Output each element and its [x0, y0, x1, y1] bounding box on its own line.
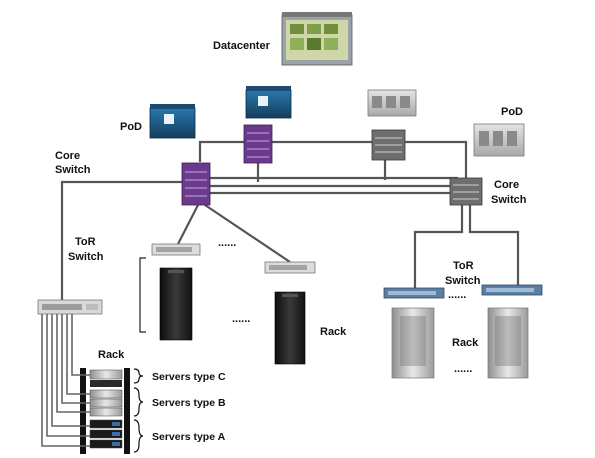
pod-container-gray-right — [473, 123, 525, 157]
tor-switch-left-label-line2: Switch — [68, 251, 104, 263]
pod-label-right: PoD — [501, 106, 523, 118]
ellipsis-rack-middle: ...... — [232, 313, 250, 325]
core-switch-right-label-line2: Switch — [491, 194, 527, 206]
pod-label-left: PoD — [120, 121, 142, 133]
tor-switch-right-label-line1: ToR — [453, 260, 474, 272]
rack-bracket-middle — [139, 257, 146, 333]
tor-switch-left — [37, 299, 103, 315]
core-switch-left-label-line1: Core — [55, 150, 80, 162]
ellipsis-rack-right: ...... — [454, 363, 472, 375]
core-switch-right — [449, 177, 483, 206]
pod-container-top — [245, 86, 292, 119]
ellipsis-tor-right: ...... — [448, 289, 466, 301]
datacenter-building — [281, 12, 353, 66]
servers-type-c-label: Servers type C — [152, 371, 226, 383]
aggregation-switch-purple — [243, 124, 273, 164]
brace-servers-b — [133, 387, 144, 417]
core-switch-left-label-line2: Switch — [55, 164, 91, 176]
rack-middle-1 — [159, 267, 193, 341]
datacenter-label: Datacenter — [213, 40, 271, 52]
brace-servers-c — [133, 368, 144, 384]
pod-container-left — [149, 104, 196, 139]
rack-label-right: Rack — [452, 337, 479, 349]
tor-switch-middle-right — [264, 261, 316, 274]
tor-switch-right-2 — [481, 284, 543, 296]
rack-label-left: Rack — [98, 349, 125, 361]
rack-left-cables — [41, 314, 90, 447]
brace-servers-a — [133, 419, 144, 453]
pod-container-gray-middle — [367, 89, 417, 117]
tor-switch-middle-left — [151, 243, 201, 256]
rack-label-middle: Rack — [320, 326, 347, 338]
tor-switch-left-label-line1: ToR — [75, 236, 96, 248]
servers-type-b-label: Servers type B — [152, 397, 226, 409]
rack-middle-2 — [274, 291, 306, 365]
network-links — [60, 140, 520, 300]
ellipsis-tor-middle: ...... — [218, 237, 236, 249]
rack-left — [80, 368, 130, 454]
core-switch-left — [181, 162, 211, 206]
core-switch-right-label-line1: Core — [494, 179, 519, 191]
tor-switch-right-label-line2: Switch — [445, 275, 481, 287]
rack-right-2 — [487, 307, 529, 379]
servers-type-a-label: Servers type A — [152, 431, 226, 443]
tor-switch-right-1 — [383, 287, 445, 299]
aggregation-switch-gray — [371, 129, 406, 161]
rack-right-1 — [391, 307, 435, 379]
